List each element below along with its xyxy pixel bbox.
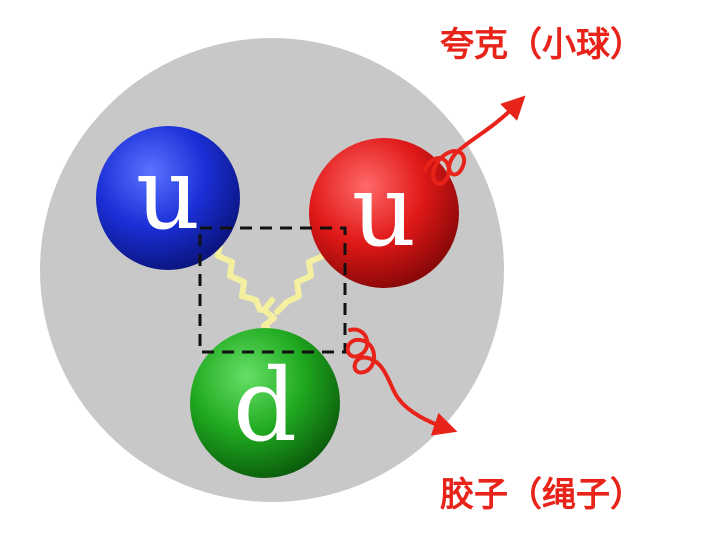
quark-down-letter: d (233, 347, 297, 464)
gluon-label: 胶子（绳子） (440, 475, 644, 515)
gluon-callout-arrow (345, 327, 458, 436)
quark-up-right-letter: u (352, 152, 416, 269)
quark-callout-arrow (423, 95, 526, 186)
quark-up-left-letter: u (136, 135, 200, 252)
quark-label: 夸克（小球） (440, 25, 644, 65)
quark-down: d (190, 328, 340, 478)
quark-up-left: u (96, 126, 240, 270)
gluon-highlight-box (198, 226, 347, 354)
